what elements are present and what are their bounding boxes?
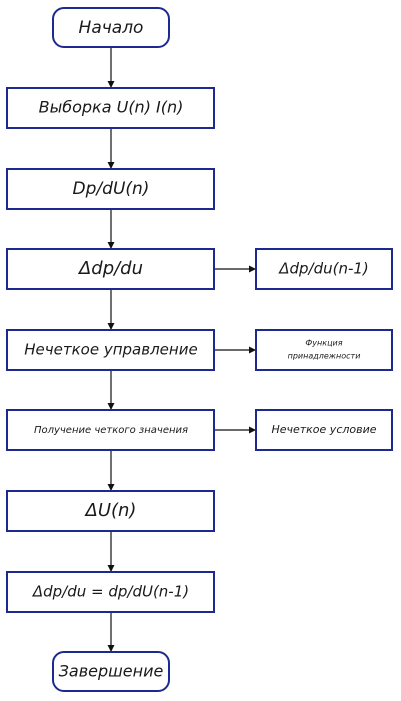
end-label: Завершение	[59, 662, 164, 681]
delta-box	[6, 248, 215, 290]
fuzzy-control-label: Нечеткое управление	[24, 341, 197, 359]
update-box	[6, 571, 215, 613]
delta-u-label: ΔU(n)	[84, 500, 137, 521]
membership-label-line1: Функция	[305, 339, 342, 348]
derivative-box	[6, 168, 215, 210]
delta-prev-box	[255, 248, 393, 290]
fuzzy-condition-box	[255, 409, 393, 451]
start-terminal	[52, 7, 170, 48]
sampling-label: Выборка U(n) I(n)	[39, 98, 184, 117]
delta-u-box	[6, 490, 215, 532]
update-label: Δdp/du = dp/dU(n-1)	[32, 583, 189, 601]
fuzzy-control-box	[6, 329, 215, 371]
fuzzy-condition-label: Нечеткое условие	[271, 423, 376, 436]
defuzzify-box	[6, 409, 215, 451]
membership-box	[255, 329, 393, 371]
sampling-box	[6, 87, 215, 129]
membership-label-line2: принадлежности	[288, 352, 361, 361]
delta-label: Δdp/du	[77, 258, 143, 279]
end-terminal	[52, 651, 170, 692]
derivative-label: Dp/dU(n)	[73, 179, 150, 199]
defuzzify-label: Получение четкого значения	[34, 425, 188, 436]
delta-prev-label: Δdp/du(n-1)	[278, 260, 369, 278]
start-label: Начало	[79, 18, 144, 38]
